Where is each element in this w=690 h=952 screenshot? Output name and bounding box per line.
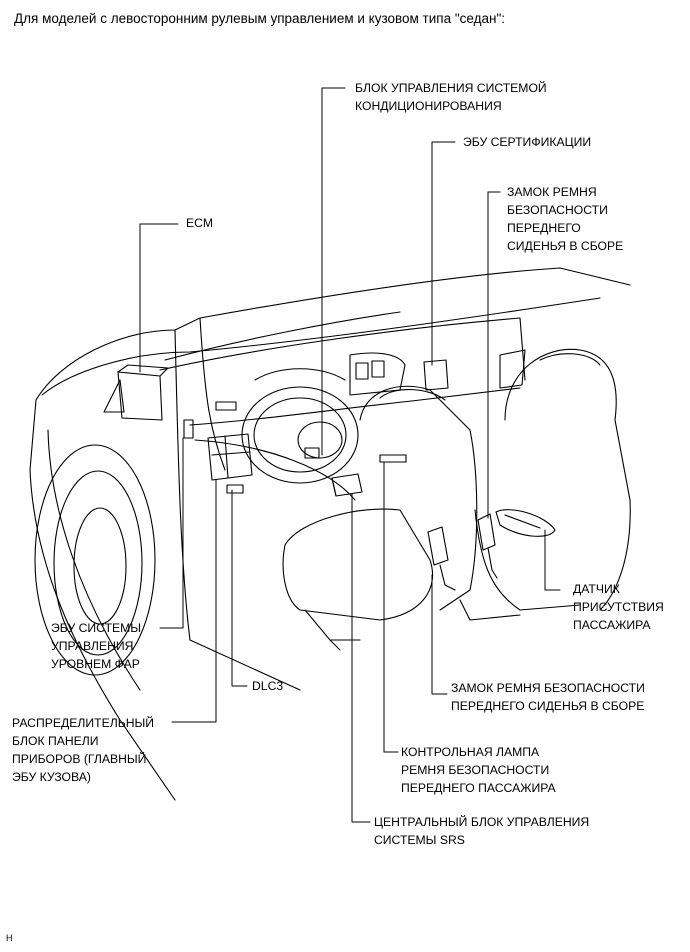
leader-cert-ecu bbox=[431, 141, 456, 366]
leader-headlamp-ecu bbox=[159, 437, 184, 629]
leader-lines bbox=[139, 87, 561, 823]
label-occupant-sensor: ДАТЧИК ПРИСУТСТВИЯ ПАССАЖИРА bbox=[573, 582, 664, 632]
label-seat-belt-buckle-top: ЗАМОК РЕМНЯ БЕЗОПАСНОСТИ ПЕРЕДНЕГО СИДЕН… bbox=[507, 185, 624, 253]
headlamp-leveling-ecu bbox=[183, 419, 194, 439]
label-belt-warning-lamp: КОНТРОЛЬНАЯ ЛАМПА РЕМНЯ БЕЗОПАСНОСТИ ПЕР… bbox=[401, 745, 556, 795]
leader-srs bbox=[351, 493, 371, 823]
label-ac-control: БЛОК УПРАВЛЕНИЯ СИСТЕМОЙ КОНДИЦИОНИРОВАН… bbox=[355, 81, 547, 113]
label-srs-center-unit: ЦЕНТРАЛЬНЫЙ БЛОК УПРАВЛЕНИЯ СИСТЕМЫ SRS bbox=[374, 815, 590, 847]
steering-wheel bbox=[241, 368, 359, 484]
leader-ecm bbox=[139, 223, 179, 373]
ecm-unit bbox=[103, 364, 169, 421]
leader-belt-lamp bbox=[383, 461, 399, 753]
leader-ac-control bbox=[321, 87, 346, 456]
ac-control-unit bbox=[304, 447, 320, 459]
label-junction-block: РАСПРЕДЕЛИТЕЛЬНЫЙ БЛОК ПАНЕЛИ ПРИБОРОВ (… bbox=[12, 716, 155, 784]
srs-center-unit bbox=[331, 473, 363, 497]
footer-code: H bbox=[6, 933, 13, 943]
occupant-sensor-unit bbox=[495, 509, 556, 537]
leader-dlc3 bbox=[231, 489, 248, 687]
buckle-passenger bbox=[477, 513, 498, 579]
leader-buckle-bottom bbox=[431, 574, 448, 695]
dashboard-outline bbox=[159, 311, 526, 501]
label-dlc3: DLC3 bbox=[252, 679, 284, 693]
buckle-driver bbox=[427, 526, 456, 591]
passenger-seat bbox=[459, 348, 631, 621]
leader-junction-block bbox=[171, 479, 217, 723]
belt-warning-lamp-unit bbox=[379, 454, 407, 463]
junction-block-unit bbox=[207, 433, 253, 494]
label-ecm: ECM bbox=[186, 216, 214, 230]
driver-seat bbox=[282, 385, 478, 651]
label-headlamp-leveling-ecu: ЭБУ СИСТЕМЫ УПРАВЛЕНИЯ УРОВНЕМ ФАР bbox=[51, 621, 142, 671]
label-seat-belt-buckle-bottom: ЗАМОК РЕМНЯ БЕЗОПАСНОСТИ ПЕРЕДНЕГО СИДЕН… bbox=[451, 681, 645, 713]
leader-buckle-top bbox=[487, 191, 501, 519]
leader-occupant-sensor bbox=[544, 529, 561, 591]
car-body-outline bbox=[29, 267, 631, 801]
certification-ecu-unit bbox=[423, 359, 449, 391]
diagram-heading: Для моделей с левосторонним рулевым упра… bbox=[14, 11, 505, 26]
label-certification-ecu: ЭБУ СЕРТИФИКАЦИИ bbox=[463, 135, 592, 149]
